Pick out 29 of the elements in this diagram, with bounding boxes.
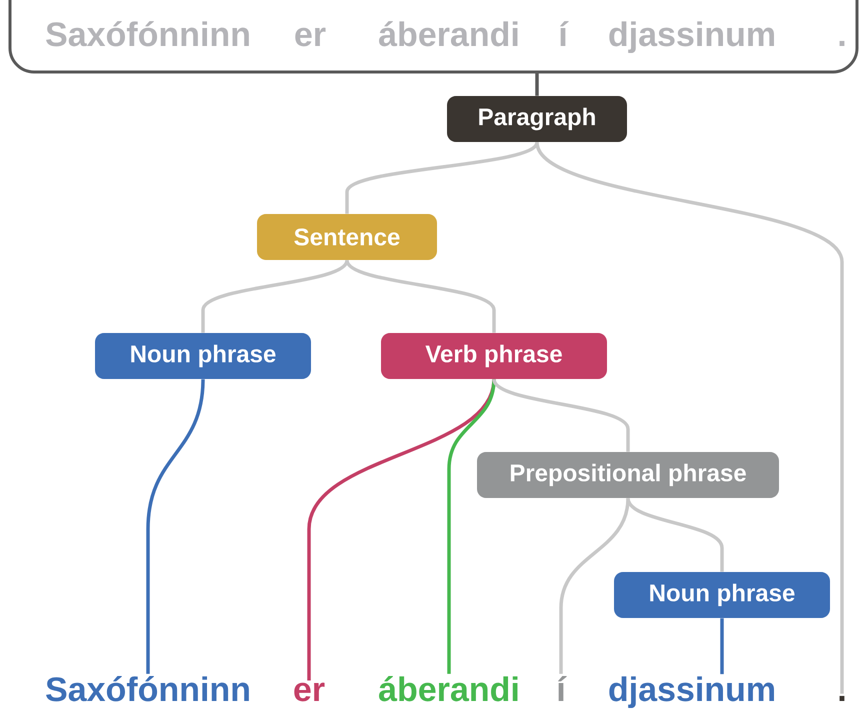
connector-line [146,379,205,674]
connector-line [447,379,496,674]
word: . [840,40,844,46]
word: áberandi [379,21,518,46]
word: í [558,676,567,701]
word: Saxófónninn [46,676,249,702]
connector-line [535,142,844,694]
phrase-box: Verb phrase [381,333,607,379]
connector-line [492,378,630,452]
phrase-box: Paragraph [447,96,627,142]
connector-line [345,259,496,333]
word: djassinum [609,21,774,54]
word: í [560,21,569,46]
connector-line [559,498,630,674]
word: áberandi [379,676,518,702]
phrase-box: Sentence [257,214,437,260]
word: . [840,696,844,701]
connector-line [535,72,539,96]
phrase-box: Noun phrase [95,333,311,379]
connector-line [720,618,724,674]
phrase-box: Noun phrase [614,572,830,618]
word: djassinum [609,676,774,708]
phrase-box: Prepositional phrase [477,452,779,498]
word: Saxófónninn [46,21,249,46]
word: er [295,28,326,46]
connector-line [345,141,538,214]
word: er [294,682,325,702]
connector-line [626,498,724,572]
connector-line [201,259,349,333]
